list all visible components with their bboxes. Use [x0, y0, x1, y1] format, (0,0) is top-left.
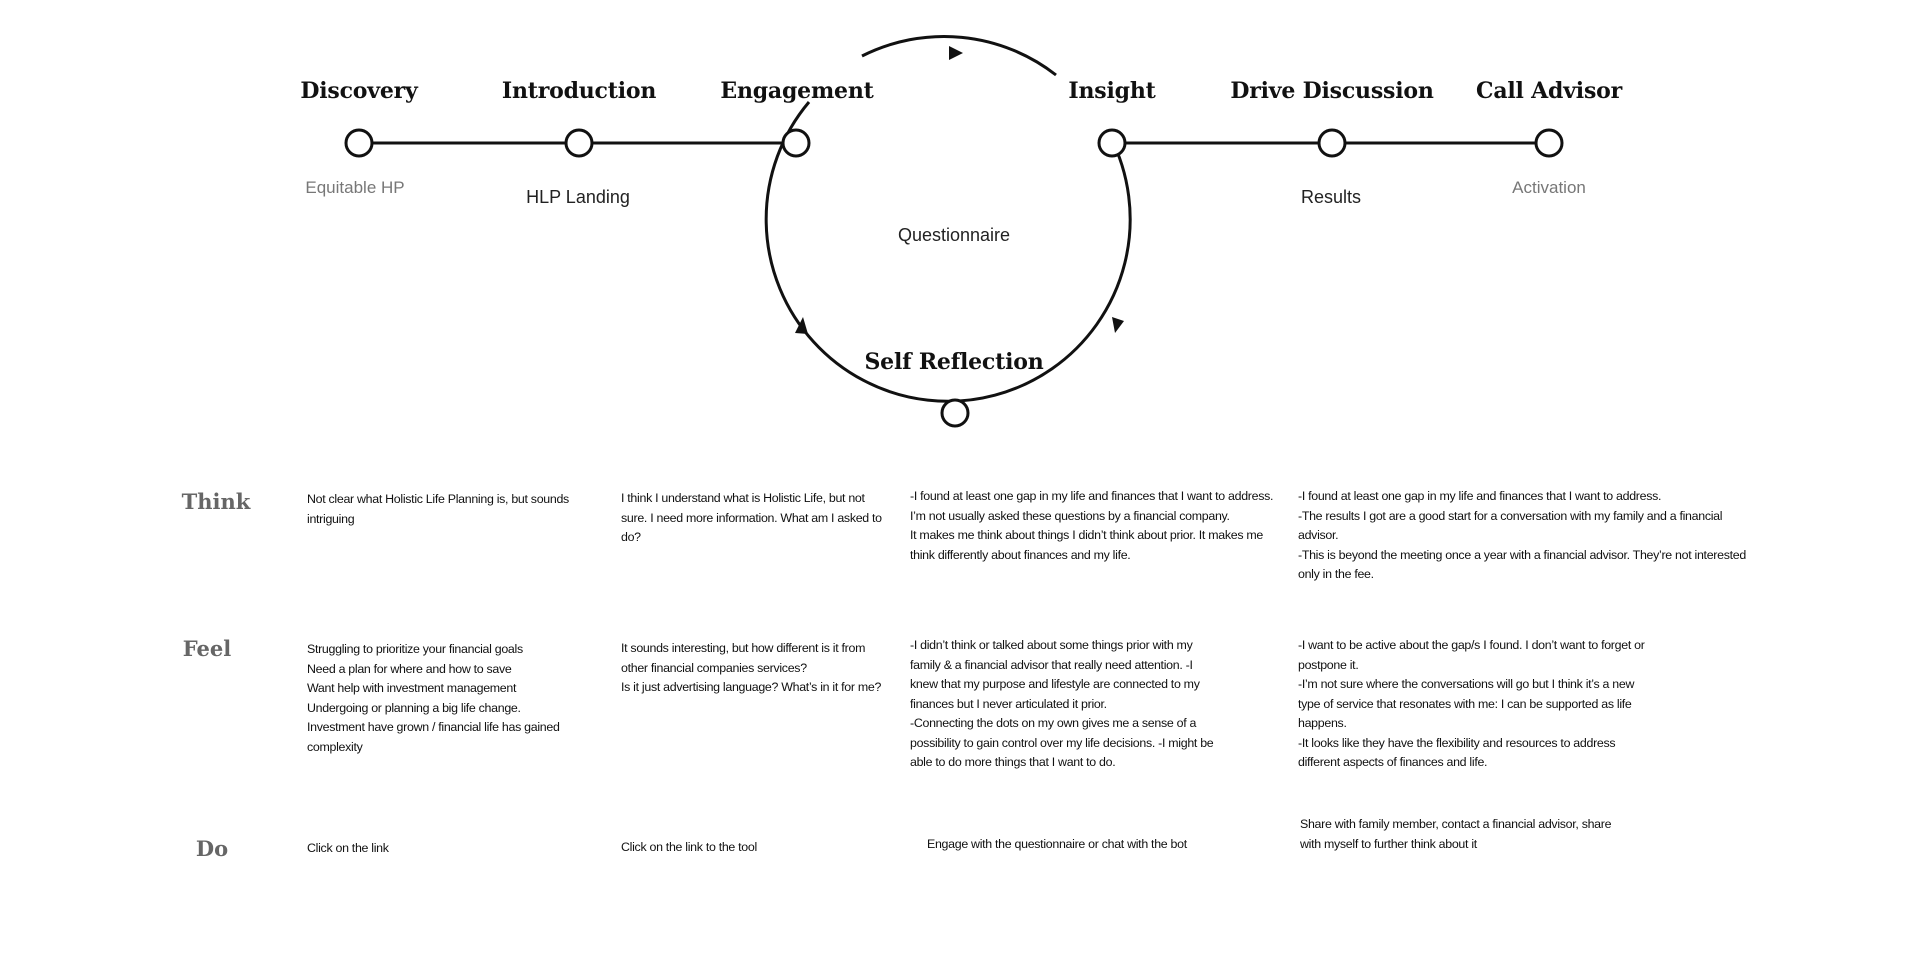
feel-cell-engagement: -I didn’t think or talked about some thi… [910, 638, 1214, 769]
arrow-left-icon [795, 317, 808, 334]
stage-title-engagement: Engagement [720, 78, 874, 104]
do-cell-discovery: Click on the link [307, 841, 389, 855]
questionnaire-loop [764, 34, 1132, 403]
feel-cell-insight: -I want to be active about the gap/s I f… [1298, 638, 1645, 769]
stage-subtitle-introduction: HLP Landing [526, 187, 630, 207]
think-cell-insight: -I found at least one gap in my life and… [1298, 489, 1746, 581]
arrow-top-icon [949, 46, 963, 60]
node-discovery [344, 128, 374, 158]
do-cell-insight: Share with family member, contact a fina… [1300, 817, 1612, 851]
arrow-right-icon [1112, 317, 1124, 333]
node-drive-discussion [1317, 128, 1347, 158]
stage-title-call-advisor: Call Advisor [1476, 78, 1622, 104]
do-cell-engagement: Engage with the questionnaire or chat wi… [927, 837, 1187, 851]
think-cell-introduction: I think I understand what is Holistic Li… [621, 491, 882, 544]
do-cell-introduction: Click on the link to the tool [621, 840, 757, 854]
think-cell-engagement: -I found at least one gap in my life and… [910, 489, 1274, 562]
node-insight [1097, 128, 1127, 158]
stage-title-introduction: Introduction [501, 78, 657, 104]
row-label-think: Think [181, 489, 251, 514]
stage-title-discovery: Discovery [300, 78, 418, 104]
stage-subtitle-drive-discussion: Results [1300, 187, 1362, 207]
node-self-reflection [940, 398, 970, 428]
feel-cell-introduction: It sounds interesting, but how different… [621, 641, 882, 694]
stage-subtitle-call-advisor: Activation [1512, 178, 1586, 197]
questionnaire-label: Questionnaire [897, 225, 1011, 245]
stage-title-insight: Insight [1068, 78, 1156, 104]
node-introduction [564, 128, 594, 158]
feel-cell-discovery: Struggling to prioritize your financial … [307, 642, 560, 754]
stage-subtitle-discovery: Equitable HP [305, 178, 405, 197]
row-label-feel: Feel [182, 636, 232, 661]
node-engagement [781, 128, 811, 158]
node-call-advisor [1534, 128, 1564, 158]
row-label-do: Do [195, 836, 229, 861]
think-cell-discovery: Not clear what Holistic Life Planning is… [307, 492, 569, 526]
self-reflection-title: Self Reflection [864, 349, 1044, 375]
stage-title-drive-discussion: Drive Discussion [1230, 78, 1434, 104]
